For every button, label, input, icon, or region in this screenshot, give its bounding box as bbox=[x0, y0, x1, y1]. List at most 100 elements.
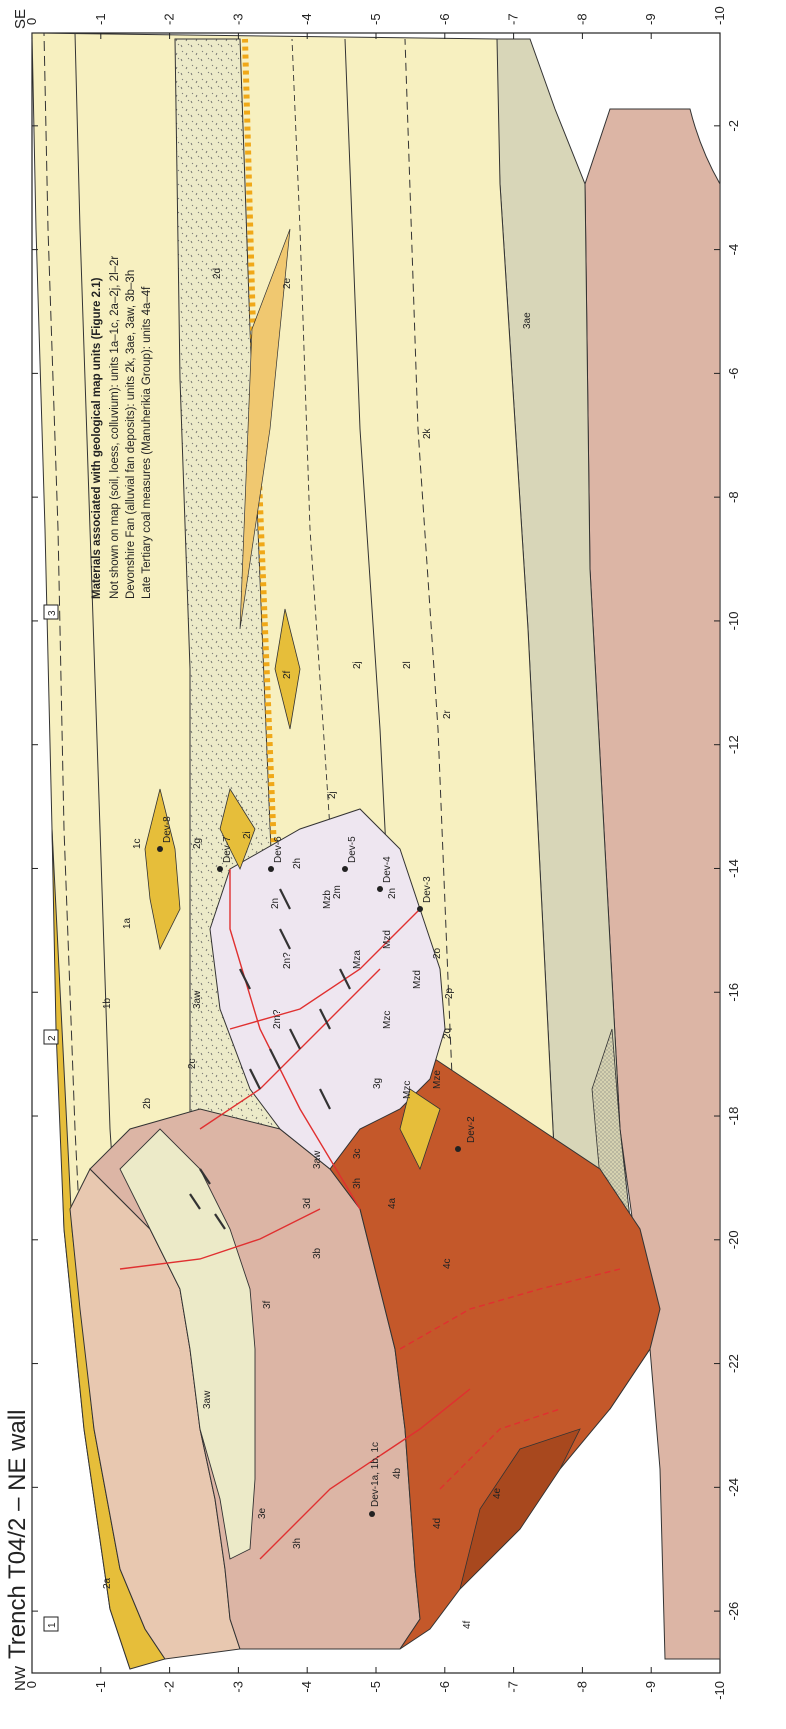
unit-3d-label: 3d bbox=[302, 1198, 313, 1209]
unit-3aw-label: 3aw bbox=[202, 1390, 213, 1409]
unit-3b-label: 3b bbox=[312, 1247, 323, 1259]
unit-3h-label-2: 3h bbox=[352, 1178, 363, 1189]
right-y-tick-label: 0 bbox=[24, 18, 39, 25]
right-y-tick-label: -7 bbox=[506, 13, 521, 25]
unit-4d-label: 4d bbox=[432, 1518, 443, 1529]
unit-2b-label: 2b bbox=[142, 1097, 153, 1109]
unit-3f-label: 3f bbox=[262, 1300, 273, 1309]
sample-dev-7: Dev-7 bbox=[222, 836, 233, 863]
sample-point bbox=[455, 1146, 461, 1152]
x-tick-label: -14 bbox=[726, 859, 741, 878]
unit-mzd-label-2: Mzd bbox=[412, 970, 423, 989]
x-tick-label: -10 bbox=[726, 612, 741, 631]
right-y-tick-label: -10 bbox=[712, 6, 727, 25]
y-tick-label: -2 bbox=[162, 1681, 177, 1693]
sample-dev-4: Dev-4 bbox=[382, 856, 393, 883]
sample-dev-5: Dev-5 bbox=[347, 836, 358, 863]
sample-dev-1: Dev-1a, 1b, 1c bbox=[370, 1442, 381, 1507]
unit-mze-label: Mze bbox=[432, 1070, 443, 1089]
unit-2g-label: 2g bbox=[192, 838, 203, 849]
unit-4b-label: 4b bbox=[392, 1467, 403, 1479]
unit-2k-label: 2k bbox=[422, 427, 433, 439]
unit-2j-label-2: 2j bbox=[327, 791, 338, 799]
legend-line-3: Late Tertiary coal measures (Manuherikia… bbox=[141, 286, 153, 599]
unit-2n-q-label: 2n? bbox=[282, 952, 293, 969]
unit-2e-label: 2e bbox=[282, 277, 293, 289]
right-y-tick-label: -6 bbox=[437, 13, 452, 25]
unit-3h-label: 3h bbox=[292, 1538, 303, 1549]
unit-2o-label: 2o bbox=[432, 947, 443, 959]
right-y-tick-label: -8 bbox=[574, 13, 589, 25]
x-tick-label: -6 bbox=[726, 368, 741, 380]
unit-2h-label: 2h bbox=[292, 858, 303, 869]
sample-point bbox=[417, 906, 423, 912]
sample-dev-3: Dev-3 bbox=[422, 876, 433, 903]
unit-2r-label: 2r bbox=[442, 709, 453, 719]
unit-1c-label: 1c bbox=[132, 838, 143, 849]
right-y-tick-label: -5 bbox=[368, 13, 383, 25]
x-tick-label: -18 bbox=[726, 1107, 741, 1126]
x-tick-label: -12 bbox=[726, 735, 741, 754]
x-tick-label: -2 bbox=[726, 120, 741, 132]
sample-dev-6: Dev-6 bbox=[273, 836, 284, 863]
unit-3aw-label-3: 3aw bbox=[312, 1150, 323, 1169]
y-tick-label: -8 bbox=[574, 1681, 589, 1693]
unit-mza-label: Mza bbox=[352, 950, 363, 969]
sample-dev-2: Dev-2 bbox=[466, 1116, 477, 1143]
unit-mzb-label: Mzb bbox=[322, 890, 333, 909]
unit-4c-label: 4c bbox=[442, 1258, 453, 1269]
sample-point bbox=[268, 866, 274, 872]
unit-3c-label: 3c bbox=[352, 1148, 363, 1159]
unit-1a-label: 1a bbox=[122, 917, 133, 929]
sample-point bbox=[377, 886, 383, 892]
sample-point bbox=[369, 1511, 375, 1517]
y-tick-label: 0 bbox=[24, 1681, 39, 1688]
unit-4a-label: 4a bbox=[387, 1197, 398, 1209]
unit-2i-label: 2i bbox=[242, 831, 253, 839]
unit-4e-label: 4e bbox=[492, 1487, 503, 1499]
unit-2a-label: 2a bbox=[102, 1577, 113, 1589]
marker-3: 3 bbox=[47, 610, 58, 616]
y-tick-label: -6 bbox=[437, 1681, 452, 1693]
y-tick-label: -9 bbox=[643, 1681, 658, 1693]
legend-line-1: Not shown on map (soil, loess, colluvium… bbox=[109, 256, 121, 599]
unit-mzd-label: Mzd bbox=[382, 930, 393, 949]
unit-2f-label: 2f bbox=[282, 670, 293, 679]
figure-title: Trench T04/2 – NE wall bbox=[4, 1410, 31, 1659]
y-tick-label: -1 bbox=[93, 1681, 108, 1693]
unit-2p-label: 2p bbox=[444, 987, 455, 999]
y-tick-label: -10 bbox=[712, 1681, 727, 1700]
x-tick-label: -20 bbox=[726, 1230, 741, 1249]
y-tick-label: -3 bbox=[230, 1681, 245, 1693]
x-tick-label: -22 bbox=[726, 1354, 741, 1373]
unit-mzc-label-2: Mzc bbox=[402, 1081, 413, 1099]
unit-mzc-label: Mzc bbox=[382, 1011, 393, 1029]
unit-3aw-label-2: 3aw bbox=[192, 990, 203, 1009]
x-tick-label: -4 bbox=[726, 244, 741, 256]
y-tick-label: -4 bbox=[299, 1681, 314, 1693]
x-tick-label: -24 bbox=[726, 1478, 741, 1497]
legend-line-2: Devonshire Fan (alluvial fan deposits): … bbox=[125, 270, 137, 599]
marker-2: 2 bbox=[47, 1035, 58, 1041]
unit-2l-label: 2l bbox=[402, 661, 413, 669]
y-tick-label: -5 bbox=[368, 1681, 383, 1693]
right-y-tick-label: -4 bbox=[299, 13, 314, 25]
right-y-tick-label: -1 bbox=[93, 13, 108, 25]
unit-3e-label: 3e bbox=[257, 1507, 268, 1519]
unit-2n-label-3: 2n bbox=[270, 898, 281, 909]
unit-4f-label: 4f bbox=[462, 1620, 473, 1629]
right-y-tick-label: -2 bbox=[162, 13, 177, 25]
unit-1b-label: 1b bbox=[102, 997, 113, 1009]
sample-point bbox=[217, 866, 223, 872]
unit-2n-label: 2n bbox=[387, 888, 398, 899]
unit-2m-label: 2m bbox=[332, 885, 343, 899]
right-y-tick-label: -3 bbox=[230, 13, 245, 25]
y-tick-label: -7 bbox=[506, 1681, 521, 1693]
x-tick-label: -26 bbox=[726, 1602, 741, 1621]
unit-2c-label: 2c bbox=[187, 1058, 198, 1069]
sample-dev-8: Dev-8 bbox=[162, 816, 173, 843]
unit-2q-label: 2q bbox=[442, 1028, 453, 1039]
unit-2d-label: 2d bbox=[212, 268, 223, 279]
